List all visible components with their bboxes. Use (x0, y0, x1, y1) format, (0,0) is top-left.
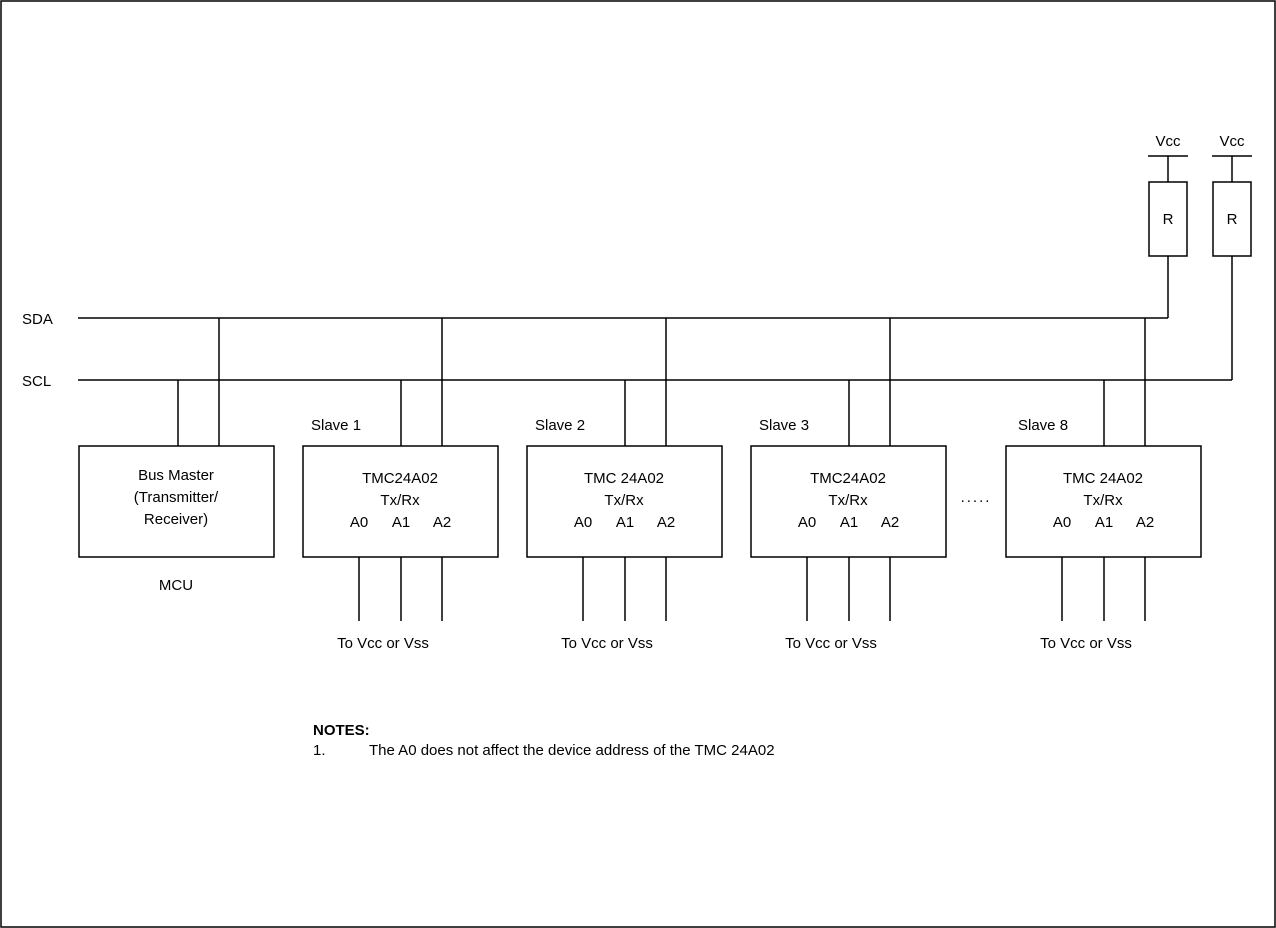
slave-label: Slave 8 (1018, 417, 1068, 434)
slave-chip-name: TMC24A02 (810, 470, 886, 487)
resistor-left-label: R (1163, 211, 1174, 228)
slave-pin-a1: A1 (616, 514, 634, 531)
slave-8: Slave 8 TMC 24A02 Tx/Rx A0 A1 A2 To Vcc … (1005, 318, 1202, 652)
resistor-right-label: R (1227, 211, 1238, 228)
notes-heading: NOTES: (313, 722, 370, 739)
slave-mode: Tx/Rx (604, 492, 644, 509)
slave-mode: Tx/Rx (380, 492, 420, 509)
slave-pin-a0: A0 (350, 514, 368, 531)
resistor-left (1148, 181, 1188, 257)
vcc-right-label: Vcc (1219, 133, 1245, 150)
slave-chip-box (750, 445, 947, 558)
slave-pin-a1: A1 (840, 514, 858, 531)
slave-pin-a2: A2 (433, 514, 451, 531)
bus-master-line-2: (Transmitter/ (134, 489, 219, 506)
sda-label: SDA (22, 311, 53, 328)
slave-mode: Tx/Rx (1083, 492, 1123, 509)
slave-footer: To Vcc or Vss (1040, 635, 1132, 652)
scl-label: SCL (22, 373, 51, 390)
slave-label: Slave 2 (535, 417, 585, 434)
slave-footer: To Vcc or Vss (785, 635, 877, 652)
mcu-caption: MCU (159, 577, 193, 594)
slave-footer: To Vcc or Vss (337, 635, 429, 652)
slave-2: Slave 2 TMC 24A02 Tx/Rx A0 A1 A2 To Vcc … (526, 318, 723, 652)
slave-pin-a2: A2 (657, 514, 675, 531)
slave-1: Slave 1 TMC24A02 Tx/Rx A0 A1 A2 To Vcc o… (302, 318, 499, 652)
bus-master: Bus Master (Transmitter/ Receiver) MCU (78, 318, 275, 594)
pullup-left: Vcc R (1148, 133, 1188, 318)
slave-footer: To Vcc or Vss (561, 635, 653, 652)
slave-pin-a0: A0 (798, 514, 816, 531)
slave-chip-box (1005, 445, 1202, 558)
slave-chip-box (526, 445, 723, 558)
vcc-left-label: Vcc (1155, 133, 1181, 150)
note-1-text: The A0 does not affect the device addres… (369, 742, 775, 759)
slave-pin-a2: A2 (881, 514, 899, 531)
slave-label: Slave 3 (759, 417, 809, 434)
slave-chip-name: TMC24A02 (362, 470, 438, 487)
slave-chip-name: TMC 24A02 (584, 470, 664, 487)
slave-mode: Tx/Rx (828, 492, 868, 509)
slave-ellipsis: ..... (961, 489, 992, 506)
slave-3: Slave 3 TMC24A02 Tx/Rx A0 A1 A2 To Vcc o… (750, 318, 947, 652)
slave-label: Slave 1 (311, 417, 361, 434)
bus-master-line-3: Receiver) (144, 511, 208, 528)
slave-pin-a2: A2 (1136, 514, 1154, 531)
slave-pin-a1: A1 (392, 514, 410, 531)
bus-master-box (78, 445, 275, 558)
slave-chip-name: TMC 24A02 (1063, 470, 1143, 487)
pullup-right: Vcc R (1212, 133, 1252, 380)
resistor-right (1212, 181, 1252, 257)
slave-pin-a0: A0 (1053, 514, 1071, 531)
slave-pin-a1: A1 (1095, 514, 1113, 531)
slave-pin-a0: A0 (574, 514, 592, 531)
bus-master-line-1: Bus Master (138, 467, 214, 484)
note-1-number: 1. (313, 742, 326, 759)
